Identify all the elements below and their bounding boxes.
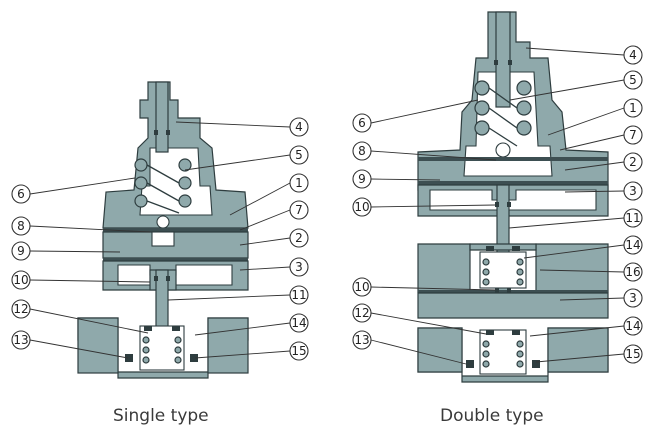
single-callouts xyxy=(29,121,291,359)
double-spring-chamber xyxy=(463,71,553,177)
single-right-callout-4: 4 xyxy=(289,117,309,137)
valve-cross-section-diagrams: 6 8 9 10 12 13 4 5 1 7 2 3 11 14 15 6 8 9 10 10 12 13 4 5 1 7 2 3 11… xyxy=(11,11,643,383)
single-right-callout-15: 15 xyxy=(289,341,309,361)
single-right-callout-2: 2 xyxy=(289,228,309,248)
svg-text:15: 15 xyxy=(625,347,640,361)
single-right-callout-14: 14 xyxy=(289,313,309,333)
svg-text:1: 1 xyxy=(295,176,303,190)
callout-numbers: 6 8 9 10 12 13 4 5 1 7 2 3 11 14 15 6 8 9 10 10 12 13 4 5 1 7 2 3 11… xyxy=(11,45,643,364)
svg-text:9: 9 xyxy=(358,172,366,186)
svg-text:2: 2 xyxy=(629,155,637,169)
single-ball xyxy=(156,215,170,229)
double-left-callout-6: 6 xyxy=(352,113,372,133)
double-left-callout-10: 10 xyxy=(352,197,372,217)
svg-text:4: 4 xyxy=(295,120,303,134)
svg-text:10: 10 xyxy=(13,273,28,287)
double-left-callout-9: 9 xyxy=(352,169,372,189)
svg-text:16: 16 xyxy=(625,265,640,279)
double-type-valve xyxy=(417,11,609,383)
double-ball xyxy=(495,142,511,158)
svg-text:11: 11 xyxy=(625,211,640,225)
single-diaphragm xyxy=(103,228,248,232)
single-left-callout-13: 13 xyxy=(11,330,31,350)
svg-text:14: 14 xyxy=(291,316,306,330)
svg-text:3: 3 xyxy=(295,260,303,274)
double-spring xyxy=(474,80,532,147)
double-right-callout-1: 1 xyxy=(623,98,643,118)
single-adjust-stem xyxy=(155,81,169,153)
single-left-callout-6: 6 xyxy=(11,184,31,204)
svg-text:15: 15 xyxy=(291,344,306,358)
svg-text:9: 9 xyxy=(17,244,25,258)
svg-text:13: 13 xyxy=(13,333,28,347)
svg-text:8: 8 xyxy=(358,144,366,158)
single-right-callout-1: 1 xyxy=(289,173,309,193)
single-left-callout-12: 12 xyxy=(11,299,31,319)
svg-text:2: 2 xyxy=(295,231,303,245)
double-right-callout-3: 3 xyxy=(623,288,643,308)
svg-text:13: 13 xyxy=(354,333,369,347)
svg-text:10: 10 xyxy=(354,200,369,214)
svg-text:7: 7 xyxy=(629,128,637,142)
double-right-callout-4: 4 xyxy=(623,45,643,65)
double-right-callout-5: 5 xyxy=(623,70,643,90)
single-middle-body xyxy=(102,231,249,259)
single-type-valve xyxy=(77,81,249,379)
single-left-callout-10: 10 xyxy=(11,270,31,290)
double-right-callout-11: 11 xyxy=(623,208,643,228)
svg-text:1: 1 xyxy=(629,101,637,115)
svg-text:5: 5 xyxy=(629,73,637,87)
single-bottom-spring xyxy=(142,336,182,364)
double-mid-spring xyxy=(482,258,524,286)
single-right-callout-3: 3 xyxy=(289,257,309,277)
single-spring xyxy=(134,158,192,214)
svg-text:3: 3 xyxy=(629,184,637,198)
double-diaphragm xyxy=(418,157,608,161)
double-right-callout-16: 16 xyxy=(623,262,643,282)
double-left-callout-13: 13 xyxy=(352,330,372,350)
svg-text:14: 14 xyxy=(625,238,640,252)
double-bottom-spring xyxy=(482,340,524,368)
double-right-callout-15: 15 xyxy=(623,344,643,364)
svg-text:10: 10 xyxy=(354,280,369,294)
svg-text:7: 7 xyxy=(295,203,303,217)
double-right-callout-7: 7 xyxy=(623,125,643,145)
double-callouts xyxy=(370,47,625,365)
double-right-callout-2: 2 xyxy=(623,152,643,172)
svg-text:8: 8 xyxy=(17,219,25,233)
single-left-callout-8: 8 xyxy=(11,216,31,236)
double-right-callout-3: 3 xyxy=(623,181,643,201)
single-right-callout-7: 7 xyxy=(289,200,309,220)
svg-text:12: 12 xyxy=(13,302,28,316)
svg-text:6: 6 xyxy=(17,187,25,201)
svg-text:6: 6 xyxy=(358,116,366,130)
double-type-caption: Double type xyxy=(440,406,544,426)
double-left-callout-8: 8 xyxy=(352,141,372,161)
single-type-caption: Single type xyxy=(113,406,209,426)
single-left-callout-9: 9 xyxy=(11,241,31,261)
svg-text:5: 5 xyxy=(295,148,303,162)
svg-text:3: 3 xyxy=(629,291,637,305)
svg-text:12: 12 xyxy=(354,306,369,320)
double-left-callout-12: 12 xyxy=(352,303,372,323)
single-right-callout-5: 5 xyxy=(289,145,309,165)
double-right-callout-14: 14 xyxy=(623,316,643,336)
double-right-callout-14: 14 xyxy=(623,235,643,255)
svg-text:11: 11 xyxy=(291,288,306,302)
single-right-callout-11: 11 xyxy=(289,285,309,305)
svg-text:14: 14 xyxy=(625,319,640,333)
svg-text:4: 4 xyxy=(629,48,637,62)
double-adjust-stem xyxy=(495,11,511,108)
double-body-3-lower xyxy=(417,292,609,319)
double-left-callout-10: 10 xyxy=(352,277,372,297)
